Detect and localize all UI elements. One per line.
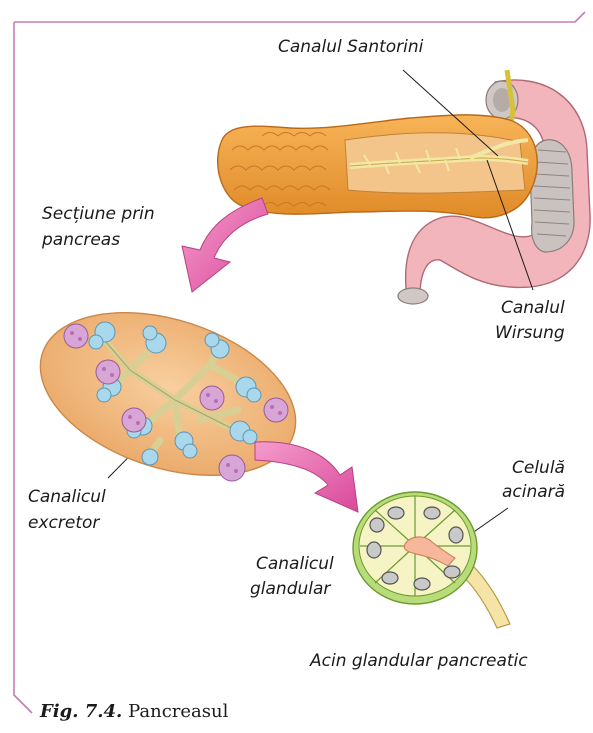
label-canalul-santorini: Canalul Santorini [278,36,423,59]
label-canalicul-glandular-line1: Canalicul [256,553,334,576]
acinus [353,492,510,628]
label-sectiune-line2: pancreas [42,229,120,252]
pancreas-section [20,283,317,505]
label-celula-acinara-line2: acinară [502,481,565,504]
figure-caption: Fig. 7.4. Pancreasul [40,701,228,722]
label-celula-acinara-line1: Celulă [512,457,565,480]
arrow-to-section [182,198,268,292]
label-wirsung-line2: Wirsung [495,322,565,345]
label-canalicul-excretor-line1: Canalicul [28,486,106,509]
label-acin-glandular-pancreatic: Acin glandular pancreatic [310,650,528,673]
figure-number: Fig. 7.4. [40,701,122,722]
arrow-to-acinus [255,442,358,512]
label-canalicul-glandular-line2: glandular [250,578,330,601]
label-sectiune-line1: Secțiune prin [42,203,155,226]
label-canalicul-excretor-line2: excretor [28,512,99,535]
label-wirsung-line1: Canalul [501,297,565,320]
figure-title: Pancreasul [128,701,228,722]
